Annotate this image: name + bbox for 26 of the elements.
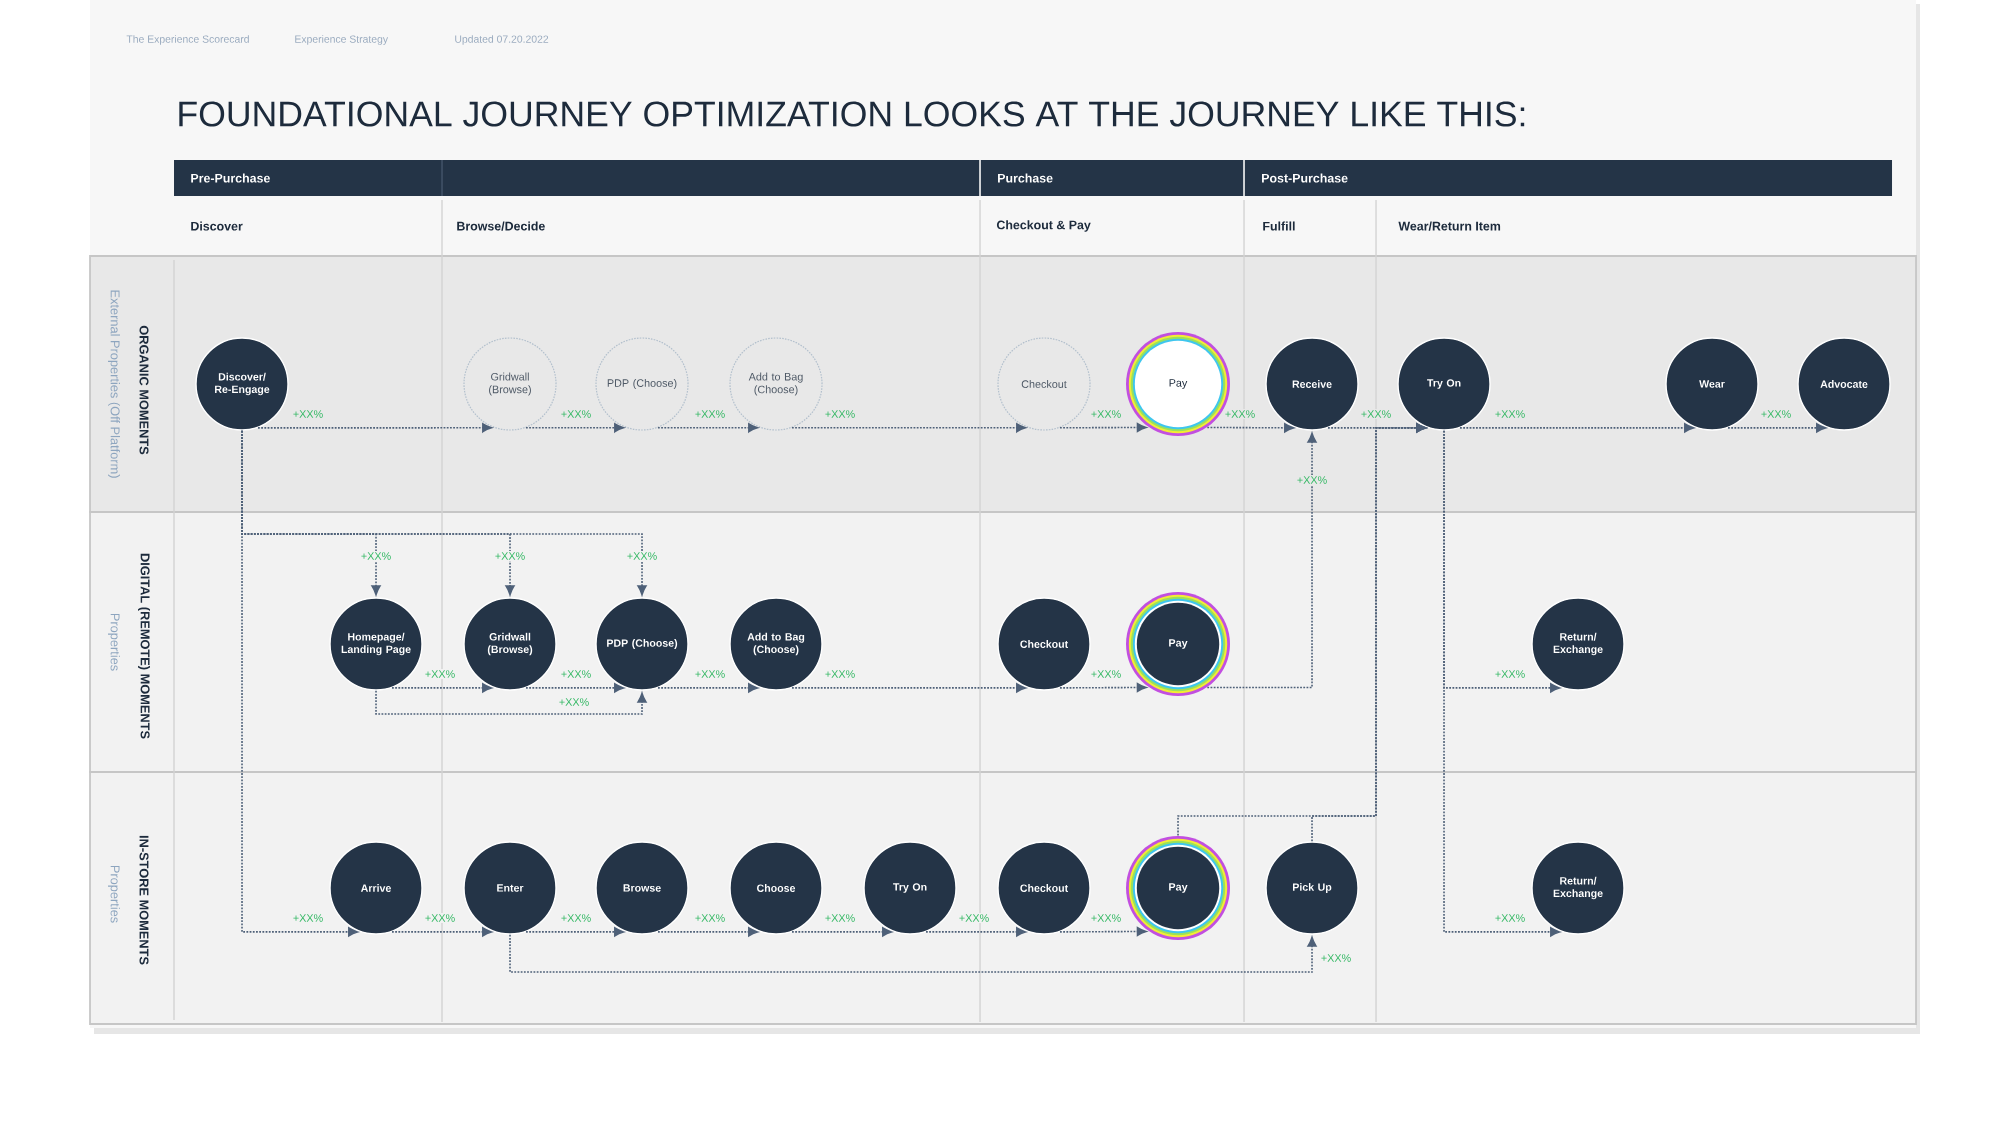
arrow: [375, 689, 647, 715]
arrow: [791, 927, 893, 937]
arrow: [509, 933, 1317, 973]
arrow: [791, 423, 1027, 433]
arrow: [525, 423, 625, 433]
arrow: [241, 429, 359, 937]
arrow: [1727, 423, 1827, 433]
arrow: [657, 683, 759, 693]
arrow: [657, 423, 759, 433]
arrow: [1059, 926, 1147, 937]
arrow: [391, 927, 493, 937]
arrow: [1059, 682, 1147, 693]
arrow: [1206, 423, 1295, 433]
title: FOUNDATIONAL JOURNEY OPTIMIZATION LOOKS AT THE JOURNEY LIKE THIS:: [179, 101, 1525, 127]
arrow: [1206, 432, 1317, 689]
arrow: [1311, 423, 1427, 843]
arrow: [525, 927, 625, 937]
arrow: [1443, 429, 1561, 937]
arrow: [525, 683, 625, 693]
arrow: [257, 423, 493, 433]
arrow: [1059, 422, 1147, 433]
arrow: [791, 683, 1027, 693]
arrow: [925, 927, 1027, 937]
arrow: [1459, 423, 1695, 433]
arrow: [657, 927, 759, 937]
arrow: [391, 683, 493, 693]
